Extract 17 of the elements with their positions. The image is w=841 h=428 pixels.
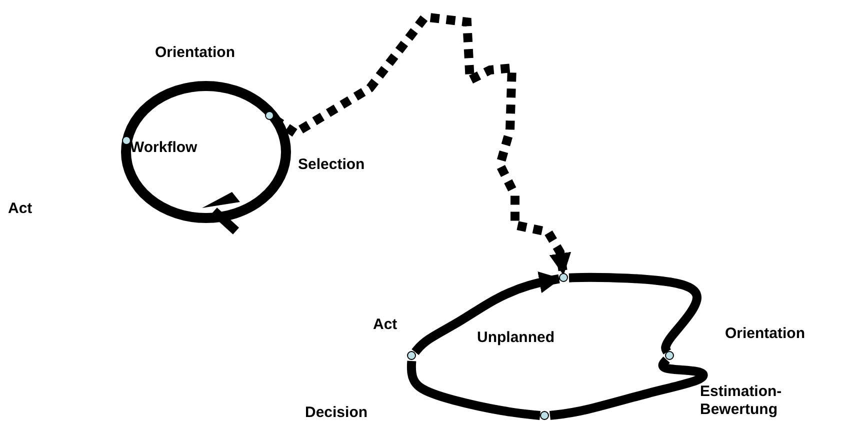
connection-dot xyxy=(665,351,674,360)
curved-line xyxy=(549,356,708,420)
curved-line xyxy=(406,358,540,420)
step-label: Estimation- Bewertung xyxy=(700,383,783,419)
connection-dot xyxy=(559,273,568,282)
step-label: Orientation xyxy=(725,325,806,343)
connection-dot xyxy=(407,351,416,360)
curved-line xyxy=(568,272,702,356)
step-label: Selection xyxy=(298,156,365,174)
step-label: Unplanned xyxy=(477,329,554,347)
step-label: Orientation xyxy=(155,44,236,62)
step-label: Act xyxy=(8,200,32,218)
curved-arrow xyxy=(412,271,562,355)
loop-label: Workflow xyxy=(130,139,198,157)
connection-dot xyxy=(540,411,549,420)
step-label: Decision xyxy=(305,404,368,422)
step-label: Act xyxy=(373,316,398,334)
